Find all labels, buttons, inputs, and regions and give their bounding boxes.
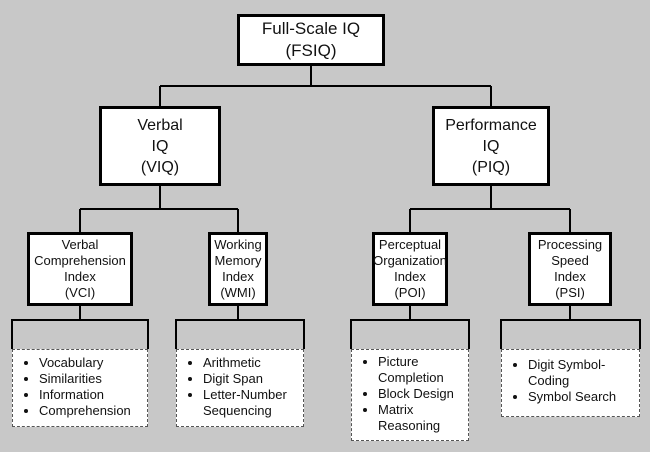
bracket-wmi bbox=[175, 319, 305, 349]
piq-line-3: (PIQ) bbox=[471, 158, 511, 176]
psi-line-1: Processing bbox=[537, 237, 603, 252]
fsiq-box: Full-Scale IQ (FSIQ) bbox=[237, 14, 385, 66]
vci-line-3: Index bbox=[64, 269, 96, 284]
viq-line-1: Verbal bbox=[137, 116, 183, 134]
wmi-box: Working Memory Index (WMI) bbox=[208, 232, 268, 306]
wmi-line-1: Working bbox=[214, 237, 262, 252]
poi-line-2: Organization bbox=[373, 253, 447, 268]
psi-subtest-list: Digit Symbol-Coding Symbol Search bbox=[501, 349, 640, 417]
vci-line-2: Comprehension bbox=[34, 253, 126, 268]
wmi-subtest-list: Arithmetic Digit Span Letter-NumberSeque… bbox=[176, 349, 304, 427]
list-item: Digit Symbol-Coding bbox=[528, 357, 633, 389]
viq-box: Verbal IQ (VIQ) bbox=[99, 106, 221, 186]
poi-box: Perceptual Organization Index (POI) bbox=[372, 232, 448, 306]
piq-box: Performance IQ (PIQ) bbox=[432, 106, 550, 186]
viq-line-3: (VIQ) bbox=[140, 158, 180, 176]
psi-line-3: Index bbox=[554, 269, 586, 284]
vci-subtest-list: Vocabulary Similarities Information Comp… bbox=[12, 349, 148, 427]
fsiq-line-1: Full-Scale IQ bbox=[261, 19, 361, 38]
list-item: Symbol Search bbox=[528, 389, 633, 405]
wmi-line-3: Index bbox=[222, 269, 254, 284]
bracket-poi bbox=[350, 319, 470, 349]
list-item: Arithmetic bbox=[203, 355, 297, 371]
bracket-vci bbox=[11, 319, 149, 349]
list-item: Comprehension bbox=[39, 403, 141, 419]
piq-line-2: IQ bbox=[482, 137, 500, 155]
vci-line-1: Verbal bbox=[61, 237, 99, 252]
poi-line-1: Perceptual bbox=[378, 237, 442, 252]
piq-line-1: Performance bbox=[445, 116, 537, 134]
poi-line-3: Index bbox=[394, 269, 426, 284]
list-item: Similarities bbox=[39, 371, 141, 387]
psi-box: Processing Speed Index (PSI) bbox=[528, 232, 612, 306]
viq-line-2: IQ bbox=[151, 137, 169, 155]
list-item: Block Design bbox=[378, 386, 462, 402]
poi-line-4: (POI) bbox=[394, 285, 426, 300]
wmi-line-2: Memory bbox=[214, 253, 262, 268]
list-item: Digit Span bbox=[203, 371, 297, 387]
list-item: Information bbox=[39, 387, 141, 403]
vci-line-4: (VCI) bbox=[64, 285, 96, 300]
psi-line-4: (PSI) bbox=[555, 285, 585, 300]
psi-line-2: Speed bbox=[551, 253, 589, 268]
bracket-psi bbox=[500, 319, 641, 349]
list-item: Vocabulary bbox=[39, 355, 141, 371]
wmi-line-4: (WMI) bbox=[220, 285, 256, 300]
vci-box: Verbal Comprehension Index (VCI) bbox=[27, 232, 133, 306]
fsiq-line-2: (FSIQ) bbox=[285, 41, 337, 60]
